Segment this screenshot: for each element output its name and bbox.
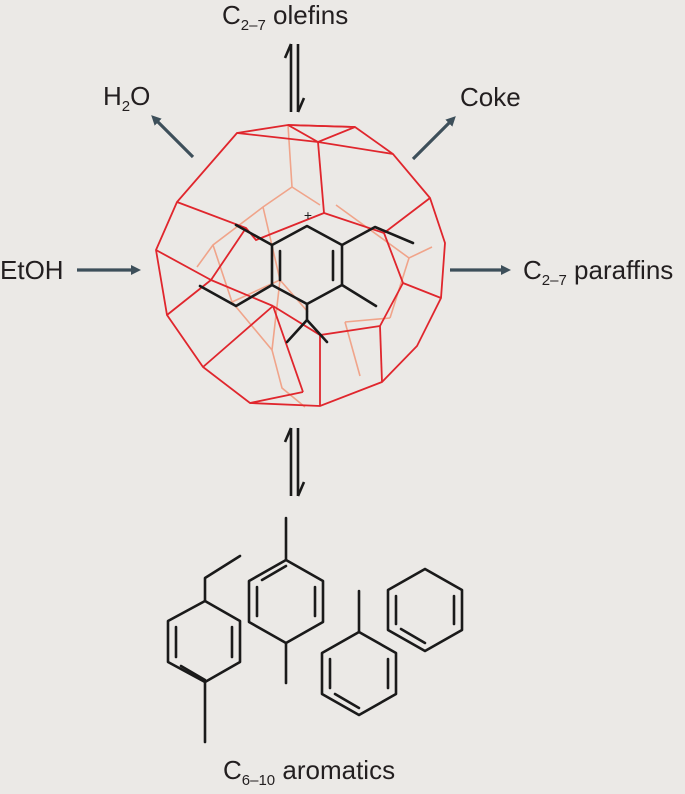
aromatic-molecule-3 bbox=[320, 589, 398, 717]
label-olefins: C2–7 olefins bbox=[222, 0, 349, 33]
label-coke: Coke bbox=[460, 84, 521, 110]
label-aromatics-prefix: C bbox=[223, 755, 242, 785]
aromatic-molecule-4 bbox=[386, 567, 464, 653]
label-aromatics: C6–10 aromatics bbox=[223, 755, 396, 788]
equilibrium-arrow-aromatics bbox=[283, 427, 306, 497]
label-coke-text: Coke bbox=[460, 82, 521, 112]
aromatics-molecules bbox=[166, 516, 464, 744]
label-water-suffix: O bbox=[130, 81, 151, 111]
reaction-arrows bbox=[77, 115, 511, 275]
label-olefins-prefix: C bbox=[222, 0, 241, 30]
label-water-prefix: H bbox=[103, 81, 122, 111]
cage-front-edges bbox=[155, 124, 446, 407]
aromatic-molecule-1 bbox=[166, 554, 242, 744]
aromatic-molecule-2 bbox=[247, 516, 325, 685]
equilibrium-arrow-olefins bbox=[283, 43, 306, 113]
label-paraffins-prefix: C bbox=[523, 255, 542, 285]
label-paraffins-suffix: paraffins bbox=[566, 255, 674, 285]
label-water-sub: 2 bbox=[121, 98, 131, 115]
label-aromatics-sub: 6–10 bbox=[241, 772, 276, 789]
arrow-to-coke bbox=[411, 116, 456, 161]
label-aromatics-suffix: aromatics bbox=[275, 755, 396, 785]
label-paraffins: C2–7 paraffins bbox=[523, 255, 674, 288]
label-olefins-sub: 2–7 bbox=[240, 17, 266, 34]
label-etoh: EtOH bbox=[0, 257, 64, 283]
label-water: H2O bbox=[103, 81, 151, 114]
carbocation-molecule bbox=[198, 223, 415, 344]
charge-symbol: + bbox=[304, 207, 312, 223]
label-paraffins-sub: 2–7 bbox=[541, 272, 567, 289]
arrow-to-water bbox=[151, 115, 195, 159]
label-etoh-text: EtOH bbox=[0, 255, 64, 285]
label-olefins-suffix: olefins bbox=[265, 0, 349, 30]
